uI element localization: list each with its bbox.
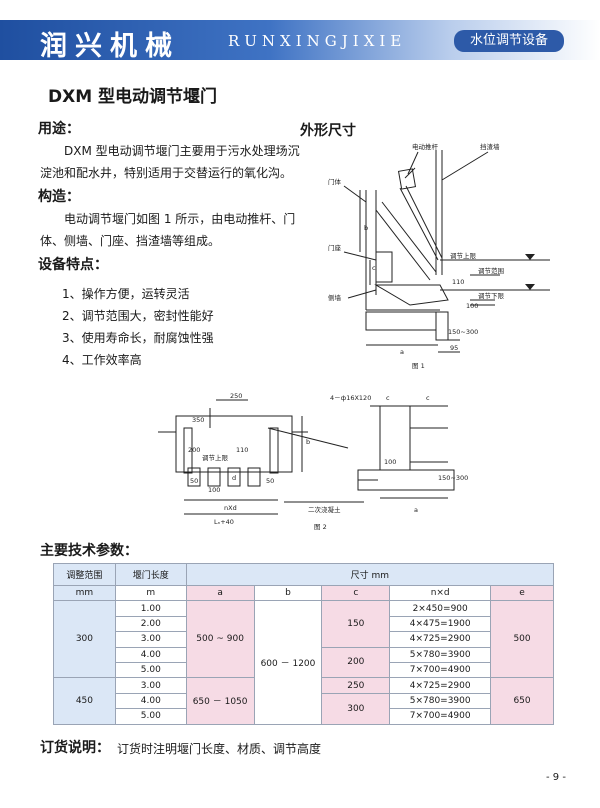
dim-a: a <box>414 506 418 514</box>
dim-250: 250 <box>230 392 242 400</box>
dim-350: 350 <box>192 416 204 424</box>
label-upper-limit: 调节上限 <box>450 251 477 260</box>
cell-nd: 7×700=4900 <box>389 708 492 725</box>
dim-95: 95 <box>450 344 458 352</box>
dim-b: b <box>306 438 310 446</box>
feature-item: 3、使用寿命长，耐腐蚀性强 <box>62 331 214 345</box>
feature-item: 1、操作方便，运转灵活 <box>62 287 190 301</box>
cell-nd: 4×475=1900 <box>389 615 492 633</box>
label-lower-limit: 调节下限 <box>478 291 505 300</box>
cell-length: 5.00 <box>114 661 187 679</box>
dim-c1: c <box>386 394 390 402</box>
dim-50b: 50 <box>266 477 274 485</box>
header-banner: 润兴机械 RUNXINGJIXIE 水位调节设备 <box>0 20 600 62</box>
dim-50: 50 <box>190 477 198 485</box>
dim-nxd: nXd <box>224 504 237 512</box>
dim-100: 100 <box>466 302 478 310</box>
brand-name: 润兴机械 <box>40 31 180 62</box>
cell-b: 600 － 1200 <box>253 600 323 725</box>
page-number: - 9 - <box>546 772 566 783</box>
dim-110: 110 <box>236 446 248 454</box>
header-nd: n×d <box>389 584 492 602</box>
page-title: DXM 型电动调节堰门 <box>48 87 218 107</box>
usage-heading: 用途： <box>38 121 80 137</box>
cell-c: 250 <box>321 677 391 694</box>
dim-150-300: 150~300 <box>448 328 478 336</box>
cell-a: 650 － 1050 <box>185 677 255 725</box>
dim-110: 110 <box>452 278 464 286</box>
cell-c: 300 <box>321 692 391 725</box>
dim-a: a <box>400 348 404 356</box>
header-size: 尺寸 mm <box>185 563 555 586</box>
dim-200: 200 <box>188 446 200 454</box>
cell-nd: 4×725=2900 <box>389 631 492 648</box>
cell-nd: 7×700=4900 <box>389 661 492 679</box>
cell-c: 200 <box>321 646 391 679</box>
cell-length: 4.00 <box>114 692 187 710</box>
category-badge: 水位调节设备 <box>454 30 564 52</box>
order-text: 订货时注明堰门长度、材质、调节高度 <box>117 742 322 756</box>
cell-e: 500 <box>490 600 554 679</box>
header-unit-mm: mm <box>53 584 116 602</box>
brand-english: RUNXINGJIXIE <box>228 32 407 50</box>
dim-100: 100 <box>208 486 220 494</box>
cell-length: 2.00 <box>114 615 187 633</box>
cell-length: 1.00 <box>114 600 187 617</box>
usage-text-line1: DXM 型电动调节堰门主要用于污水处理场沉 <box>64 144 300 158</box>
cell-nd: 5×780=3900 <box>389 646 492 663</box>
label-range: 调节范围 <box>478 266 504 275</box>
cell-nd: 5×780=3900 <box>389 692 492 710</box>
header-a: a <box>185 584 255 602</box>
usage-text-line2: 淀池和配水井，特别适用于交替运行的氧化沟。 <box>40 166 293 180</box>
dim-lw: Lₙ+40 <box>214 518 234 526</box>
cell-range: 300 <box>53 600 116 679</box>
dimensions-heading: 外形尺寸 <box>300 123 356 139</box>
cell-e: 650 <box>490 677 554 725</box>
structure-text-line1: 电动调节堰门如图 1 所示，由电动推杆、门 <box>64 212 296 226</box>
header-c: c <box>321 584 391 602</box>
header-e: e <box>490 584 554 602</box>
label-side-wall: 侧墙 <box>328 293 342 302</box>
figure-1-caption: 图 1 <box>412 362 425 370</box>
header-range: 调整范围 <box>53 563 116 586</box>
label-door-seat: 门座 <box>328 243 342 252</box>
header-b: b <box>253 584 323 602</box>
label-push-rod: 电动推杆 <box>412 142 439 151</box>
dim-c2: c <box>426 394 430 402</box>
cell-nd: 2×450=900 <box>389 600 492 617</box>
label-upper-limit: 调节上限 <box>202 453 229 462</box>
figure-2-drawing: 250 350 b 200 调节上限 110 50 100 d 50 nXd L… <box>158 392 468 531</box>
label-concrete: 二次浇凝土 <box>308 505 341 514</box>
cell-nd: 4×725=2900 <box>389 677 492 694</box>
structure-heading: 构造： <box>38 189 80 205</box>
cell-range: 450 <box>53 677 116 725</box>
structure-text-line2: 体、侧墙、门座、挡渣墙等组成。 <box>40 234 221 248</box>
figure-2-caption: 图 2 <box>314 523 327 531</box>
dim-d: d <box>232 474 236 482</box>
cell-length: 3.00 <box>114 677 187 694</box>
features-heading: 设备特点： <box>38 257 108 273</box>
header-length: 堰门长度 <box>114 563 187 586</box>
figure-1-drawing: 电动推杆 挡渣墙 门体 门座 侧墙 调节上限 调节范围 调节下限 b c 110… <box>328 142 550 370</box>
cell-length: 3.00 <box>114 631 187 648</box>
dim-100b: 100 <box>384 458 396 466</box>
label-door-body: 门体 <box>328 177 342 186</box>
label-baffle: 挡渣墙 <box>480 142 500 151</box>
feature-item: 2、调节范围大，密封性能好 <box>62 309 214 323</box>
params-table: 调整范围 堰门长度 尺寸 mm mm m a b c n×d e 300 1.0… <box>53 563 555 725</box>
cell-length: 4.00 <box>114 646 187 663</box>
params-heading: 主要技术参数： <box>40 543 138 559</box>
header-unit-m: m <box>114 584 187 602</box>
feature-item: 4、工作效率高 <box>62 353 142 367</box>
dim-150-300: 150~300 <box>438 474 468 482</box>
cell-c: 150 <box>321 600 391 648</box>
dim-b: b <box>364 224 368 232</box>
label-bolt: 4－ф16X120 <box>330 394 371 402</box>
cell-a: 500 ~ 900 <box>185 600 255 679</box>
dim-c: c <box>372 264 376 272</box>
cell-length: 5.00 <box>114 708 187 725</box>
order-label: 订货说明： <box>40 740 110 756</box>
